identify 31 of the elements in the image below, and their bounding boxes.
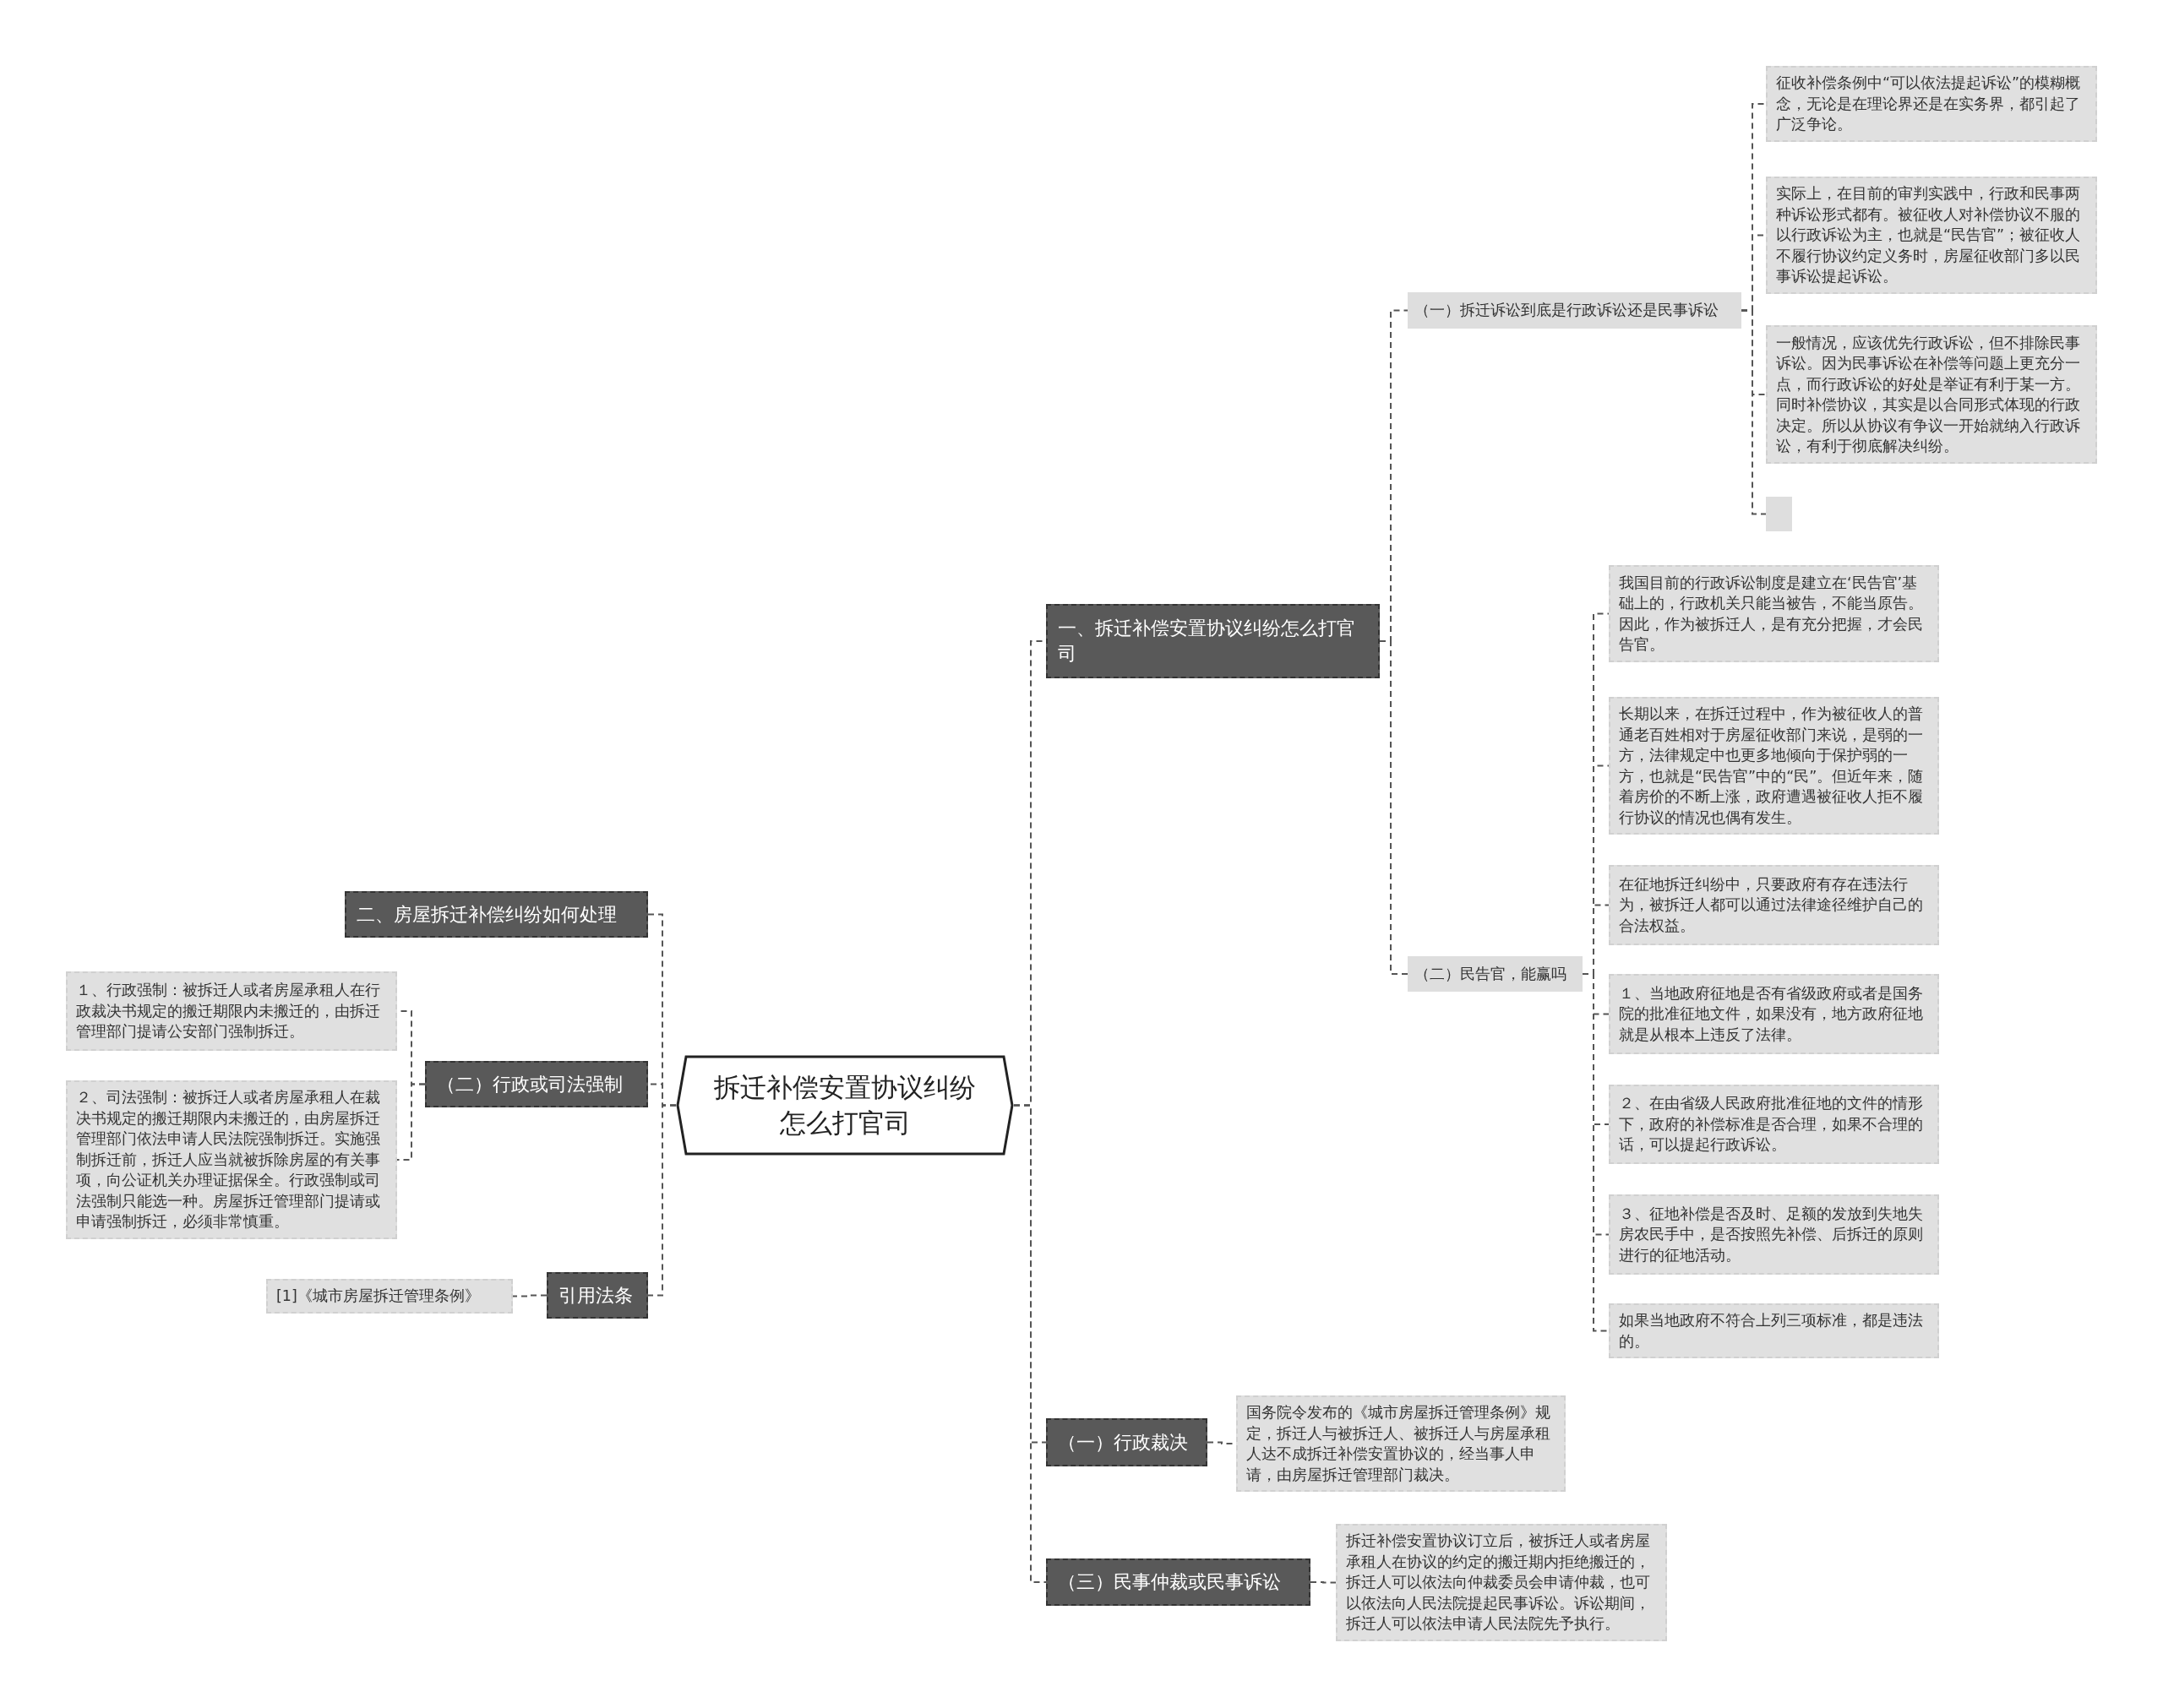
connector-line	[1741, 309, 1767, 515]
empty-box	[1766, 497, 1792, 531]
note-box: ２、在由省级人民政府批准征地的文件的情形下，政府的补偿标准是否合理，如果不合理的话，可以提起行政诉讼。	[1609, 1085, 1939, 1164]
note-box: 如果当地政府不符合上列三项标准，都是违法的。	[1609, 1303, 1939, 1358]
note-box: [1]《城市房屋拆迁管理条例》	[266, 1279, 513, 1314]
note-box: １、当地政府征地是否有省级政府或者是国务院的批准征地文件，如果没有，地方政府征地就是从根本上违反了法律。	[1609, 974, 1939, 1054]
note-box: １、行政强制：被拆迁人或者房屋承租人在行政裁决书规定的搬迁期限内未搬迁的，由拆迁管理部门提请公安部门强制拆迁。	[66, 971, 397, 1051]
note-box: 长期以来，在拆迁过程中，作为被征收人的普通老百姓相对于房屋征收部门来说，是弱的一方，法律规定中也更多地倾向于保护弱的一方，也就是“民告官”中的“民”。但近年来，随着房价的不断上涨，政府遭遇被征收人拒不履行协议的情况也偶有发生。	[1609, 697, 1939, 835]
connector-line	[1310, 1581, 1337, 1584]
connector-line	[647, 1104, 677, 1297]
topic-box: （一）行政裁决	[1046, 1418, 1207, 1466]
note-box: 拆迁补偿安置协议订立后，被拆迁人或者房屋承租人在协议的约定的搬迁期内拒绝搬迁的，拆迁人可以依法向仲裁委员会申请仲裁，也可以依法向人民法院提起民事诉讼。诉讼期间，拆迁人可以依法申请人民法院先予执行。	[1336, 1524, 1667, 1641]
connector-line	[396, 1083, 426, 1161]
note-box: ２、司法强制：被拆迁人或者房屋承租人在裁决书规定的搬迁期限内未搬迁的，由房屋拆迁管理部门依法申请人民法院强制拆迁。实施强制拆迁前，拆迁人应当就被拆除房屋的有关事项，向公证机关办理证据保全。行政强制或司法强制只能选一种。房屋拆迁管理部门提请或申请强制拆迁，必须非常慎重。	[66, 1080, 397, 1239]
note-box: 征收补偿条例中“可以依法提起诉讼”的模糊概念，无论是在理论界还是在实务界，都引起了广泛争论。	[1766, 66, 2097, 142]
topic-box: 引用法条	[547, 1272, 648, 1319]
subtopic-label: （一）拆迁诉讼到底是行政诉讼还是民事诉讼	[1408, 292, 1741, 329]
topic-box: 一、拆迁补偿安置协议纠纷怎么打官司	[1046, 604, 1380, 678]
note-box: 国务院令发布的《城市房屋拆迁管理条例》规定，拆迁人与被拆迁人、被拆迁人与房屋承租人达不成拆迁补偿安置协议的，经当事人申请，由房屋拆迁管理部门裁决。	[1236, 1395, 1566, 1492]
topic-box: （二）行政或司法强制	[425, 1061, 648, 1107]
note-box: 我国目前的行政诉讼制度是建立在‘民告官’基础上的，行政机关只能当被告，不能当原告。因此，作为被拆迁人，是有充分把握，才会民告官。	[1609, 565, 1939, 662]
note-box: 实际上，在目前的审判实践中，行政和民事两种诉讼形式都有。被征收人对补偿协议不服的以行政诉讼为主，也就是“民告官”；被征收人不履行协议约定义务时，房屋征收部门多以民事诉讼提起诉讼。	[1766, 177, 2097, 294]
connector-line	[512, 1294, 548, 1297]
connector-line	[1013, 1104, 1047, 1583]
note-box: ３、征地补偿是否及时、足额的发放到失地失房农民手中，是否按照先补偿、后拆迁的原则进行的征地活动。	[1609, 1194, 1939, 1275]
note-box: 一般情况，应该优先行政诉讼，但不排除民事诉讼。因为民事诉讼在补偿等问题上更充分一点，而行政诉讼的好处是举证有利于某一方。同时补偿协议，其实是以合同形式体现的行政决定。所以从协议有争议一开始就纳入行政诉讼，有利于彻底解决纠纷。	[1766, 325, 2097, 464]
topic-box: 二、房屋拆迁补偿纠纷如何处理	[345, 891, 648, 938]
central-topic: 拆迁补偿安置协议纠纷怎么打官司	[676, 1055, 1014, 1156]
topic-box: （三）民事仲裁或民事诉讼	[1046, 1558, 1310, 1606]
note-box: 在征地拆迁纠纷中，只要政府有存在违法行为，被拆迁人都可以通过法律途径维护自己的合法权益。	[1609, 865, 1939, 945]
subtopic-label: （二）民告官，能赢吗	[1408, 956, 1583, 992]
